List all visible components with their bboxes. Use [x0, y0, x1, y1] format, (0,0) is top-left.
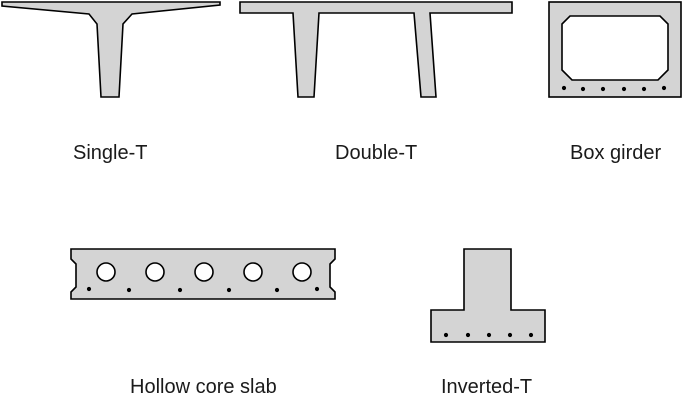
inverted-t-section: [430, 248, 546, 343]
strand-dot: [507, 332, 513, 338]
strand-dot: [314, 286, 320, 292]
double-t-label: Double-T: [335, 142, 418, 164]
inverted-t-outline: [430, 248, 546, 343]
strand-dot: [641, 86, 647, 92]
strand-dot: [661, 85, 667, 91]
single-t-label: Single-T: [73, 142, 148, 164]
strand-dot: [580, 86, 586, 92]
box-girder-void: [561, 15, 669, 81]
double-t-section: [239, 1, 513, 98]
double-t-outline: [239, 1, 513, 98]
hollow-core-voids: [96, 262, 312, 282]
inverted-t-label: Inverted-T: [441, 376, 533, 398]
strand-dot: [443, 332, 449, 338]
strand-dot: [600, 86, 606, 92]
hollow-core-slab-section: [70, 248, 336, 300]
box-girder-section: [548, 1, 682, 98]
strand-dot: [561, 85, 567, 91]
hollow-core-void: [145, 262, 165, 282]
strand-dot: [274, 287, 280, 293]
strand-dot: [486, 332, 492, 338]
strand-dot: [621, 86, 627, 92]
box-girder-strands: [561, 85, 667, 92]
inverted-t-strands: [443, 332, 534, 338]
hollow-core-void: [243, 262, 263, 282]
hollow-core-strands: [86, 286, 320, 293]
single-t-outline: [1, 1, 221, 98]
strand-dot: [465, 332, 471, 338]
hollow-core-void: [292, 262, 312, 282]
strand-dot: [126, 287, 132, 293]
hollow-core-slab-label: Hollow core slab: [130, 376, 277, 398]
strand-dot: [86, 286, 92, 292]
box-girder-label: Box girder: [570, 142, 662, 164]
strand-dot: [528, 332, 534, 338]
strand-dot: [226, 287, 232, 293]
hollow-core-void: [194, 262, 214, 282]
hollow-core-void: [96, 262, 116, 282]
single-t-section: [1, 1, 221, 98]
strand-dot: [177, 287, 183, 293]
